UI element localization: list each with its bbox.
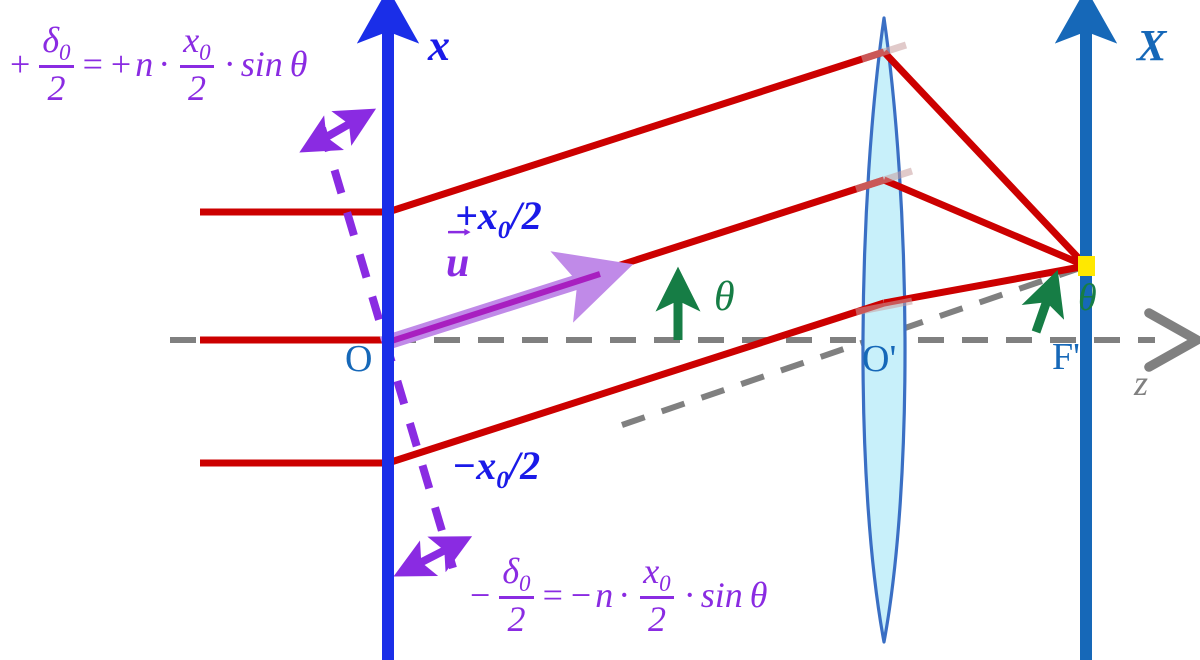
angle-label-theta-object: θ — [714, 274, 735, 320]
secondary-axis — [621, 265, 1081, 428]
unit-vector-symbol: u — [446, 240, 470, 286]
axis-label-z: z — [1134, 363, 1149, 403]
point-label-O-prime: O' — [862, 338, 897, 380]
formula-top-rhs-sign: + — [110, 44, 132, 85]
formula-delta-minus: − δ0 2 = − n · x0 2 · sin θ — [466, 553, 767, 637]
unit-vector-arrow — [379, 251, 634, 352]
point-label-F-prime: F' — [1052, 336, 1080, 378]
formula-bottom-lhs-fraction: δ0 2 — [499, 551, 534, 637]
formula-bottom-refractive-index: n — [595, 575, 614, 616]
point-label-O: O — [345, 338, 373, 380]
formula-bottom-rhs-numerator: x0 — [643, 551, 671, 597]
formula-delta-plus: + δ0 2 = + n · x0 2 · sin θ — [6, 22, 307, 106]
formula-top-lhs-numerator: δ0 — [42, 20, 71, 66]
formula-top-dot-1: · — [158, 44, 171, 85]
delta-plus-indicator — [299, 108, 377, 153]
formula-bottom-theta: θ — [749, 575, 768, 616]
formula-bottom-dot-2: · — [683, 575, 696, 616]
formula-top-rhs-fraction: x0 2 — [180, 22, 214, 106]
angle-label-theta-image: θ — [1078, 277, 1097, 319]
ray-height-label-positive: +x0/2 — [455, 193, 542, 244]
formula-bottom-sin: sin — [700, 575, 743, 616]
formula-bottom-lhs-denominator: 2 — [499, 596, 534, 637]
ray-height-label-negative: −x0/2 — [452, 443, 541, 494]
formula-top-sin: sin — [240, 44, 283, 85]
vector-arrow-accent — [448, 228, 471, 236]
formula-top-rhs-numerator: x0 — [183, 20, 211, 66]
formula-bottom-dot-1: · — [618, 575, 631, 616]
delta-minus-indicator — [393, 536, 473, 577]
formula-top-rhs-denominator: 2 — [180, 65, 214, 106]
formula-bottom-rhs-fraction: x0 2 — [640, 553, 674, 637]
formula-bottom-lhs-numerator: δ0 — [502, 551, 531, 597]
formula-top-lhs-denominator: 2 — [39, 65, 74, 106]
ray-chief — [200, 176, 1088, 344]
converging-lens — [861, 16, 907, 644]
axis-label-x: x — [428, 21, 450, 70]
ray-bundle — [200, 41, 1089, 467]
theta-arrow-image-side — [1021, 269, 1065, 334]
ray-upper — [200, 48, 1089, 269]
formula-top-refractive-index: n — [135, 44, 154, 85]
formula-top-lhs-fraction: δ0 2 — [39, 20, 74, 106]
focal-point-marker — [1078, 256, 1095, 276]
formula-bottom-equals: = — [542, 575, 563, 616]
ray-lens-interior-overlay — [854, 41, 914, 316]
unit-vector-label: u — [446, 228, 471, 286]
formula-bottom-lhs-sign: − — [470, 575, 491, 616]
formula-top-theta: θ — [289, 44, 308, 85]
formula-top-lhs-sign: + — [10, 44, 31, 85]
formula-bottom-rhs-sign: − — [570, 575, 592, 616]
axis-label-X: X — [1137, 21, 1167, 70]
formula-top-equals: = — [82, 44, 103, 85]
ray-lower — [200, 262, 1087, 467]
formula-top-dot-2: · — [223, 44, 236, 85]
formula-bottom-rhs-denominator: 2 — [640, 596, 674, 637]
